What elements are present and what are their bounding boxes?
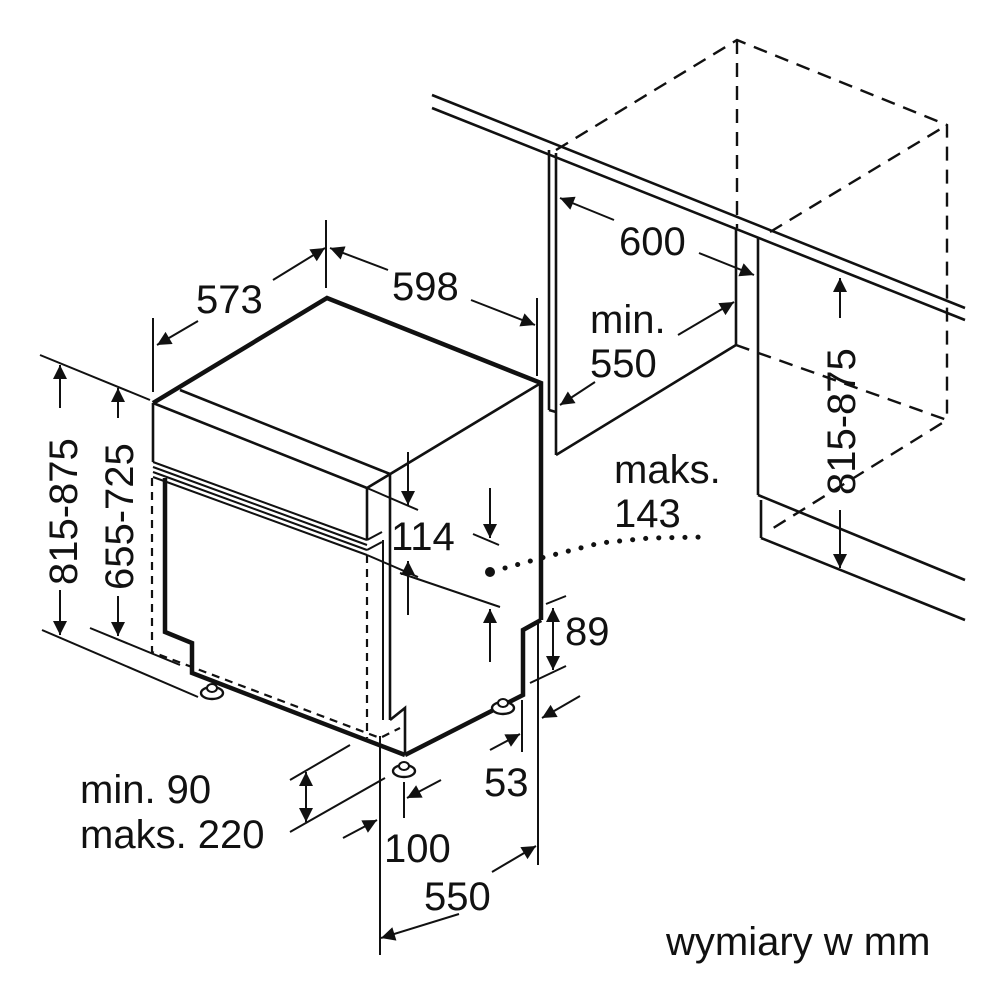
label-114: 114 <box>391 515 455 559</box>
niche-cabinet <box>431 38 966 622</box>
dim-100-arrow <box>342 819 378 839</box>
label-maks-220: maks. 220 <box>80 813 265 857</box>
panel-bottom <box>548 408 557 414</box>
stripe-corner <box>366 531 383 541</box>
stripe <box>152 461 368 541</box>
label-min: min. <box>590 298 666 342</box>
extension-line <box>289 744 351 781</box>
stripe <box>152 471 368 551</box>
label-left-total-height: 815-875 <box>42 438 86 585</box>
label-598: 598 <box>392 265 459 309</box>
extension-line <box>89 627 181 666</box>
label-143: 143 <box>614 492 681 536</box>
dotted-leader <box>502 534 708 571</box>
dim-573-arrow <box>156 320 199 346</box>
label-600: 600 <box>619 220 686 264</box>
dim-600-arrow <box>698 252 755 277</box>
reference-point <box>485 567 495 577</box>
dim-100-arrow <box>406 779 442 799</box>
dim-598-arrow <box>470 299 536 327</box>
dim-550-bottom-arrow <box>491 845 537 873</box>
dim-600-arrow <box>559 196 615 221</box>
countertop-line-top <box>431 93 966 310</box>
stripe <box>152 466 368 546</box>
panel-top-inner <box>179 388 391 476</box>
dim-550-arrow <box>559 381 596 406</box>
extension-line <box>545 595 567 605</box>
countertop-line-bottom <box>431 106 966 322</box>
door-outline <box>162 478 406 758</box>
side-notch <box>389 705 407 755</box>
extension-line <box>529 665 567 684</box>
extension-line <box>399 572 501 608</box>
dim-598-arrow <box>329 246 389 271</box>
dimension-lines <box>39 196 847 955</box>
panel-top-front <box>152 401 368 490</box>
label-right-height: 815-875 <box>820 348 864 495</box>
dim-573-arrow <box>272 247 326 281</box>
plinth-bottom <box>760 536 966 622</box>
extension-line <box>39 354 151 401</box>
foot-right <box>490 698 516 716</box>
foot-left <box>199 683 225 701</box>
dashed-cabinet-bottom <box>735 343 950 532</box>
panel-top-right <box>366 381 542 490</box>
dishwasher-top-outline <box>151 295 544 620</box>
dim-550-bottom-arrow <box>380 913 460 941</box>
extension-line <box>472 533 500 546</box>
extension-line <box>41 629 199 698</box>
dim-53-arrow <box>541 695 581 719</box>
unit-note: wymiary w mm <box>665 920 930 964</box>
label-89: 89 <box>565 610 610 654</box>
dim-550-arrow <box>677 301 735 336</box>
plinth-top <box>757 493 966 582</box>
stripe <box>152 476 368 556</box>
label-550-bottom: 550 <box>424 875 491 919</box>
label-maks: maks. <box>614 448 721 492</box>
dashed-cabinet-top <box>555 38 949 420</box>
label-573: 573 <box>196 278 263 322</box>
extension-line <box>366 487 419 511</box>
dishwasher-body <box>150 295 544 779</box>
stripe-corner <box>366 541 383 551</box>
dashed-cabinet-edge <box>769 123 948 234</box>
extension-line <box>289 777 386 833</box>
label-53: 53 <box>484 761 529 805</box>
label-550: 550 <box>590 342 657 386</box>
label-left-panel-height: 655-725 <box>98 443 142 590</box>
dimension-labels: 573 598 600 min. 550 maks. 143 114 89 53… <box>42 220 930 964</box>
label-min-90: min. 90 <box>80 768 211 812</box>
dim-53-arrow <box>489 733 521 751</box>
side-bottom-outline <box>403 618 543 758</box>
foot-front <box>391 761 417 779</box>
niche-floor-edge <box>555 343 737 457</box>
label-100: 100 <box>384 827 451 871</box>
dashed-door-frame <box>150 478 401 740</box>
